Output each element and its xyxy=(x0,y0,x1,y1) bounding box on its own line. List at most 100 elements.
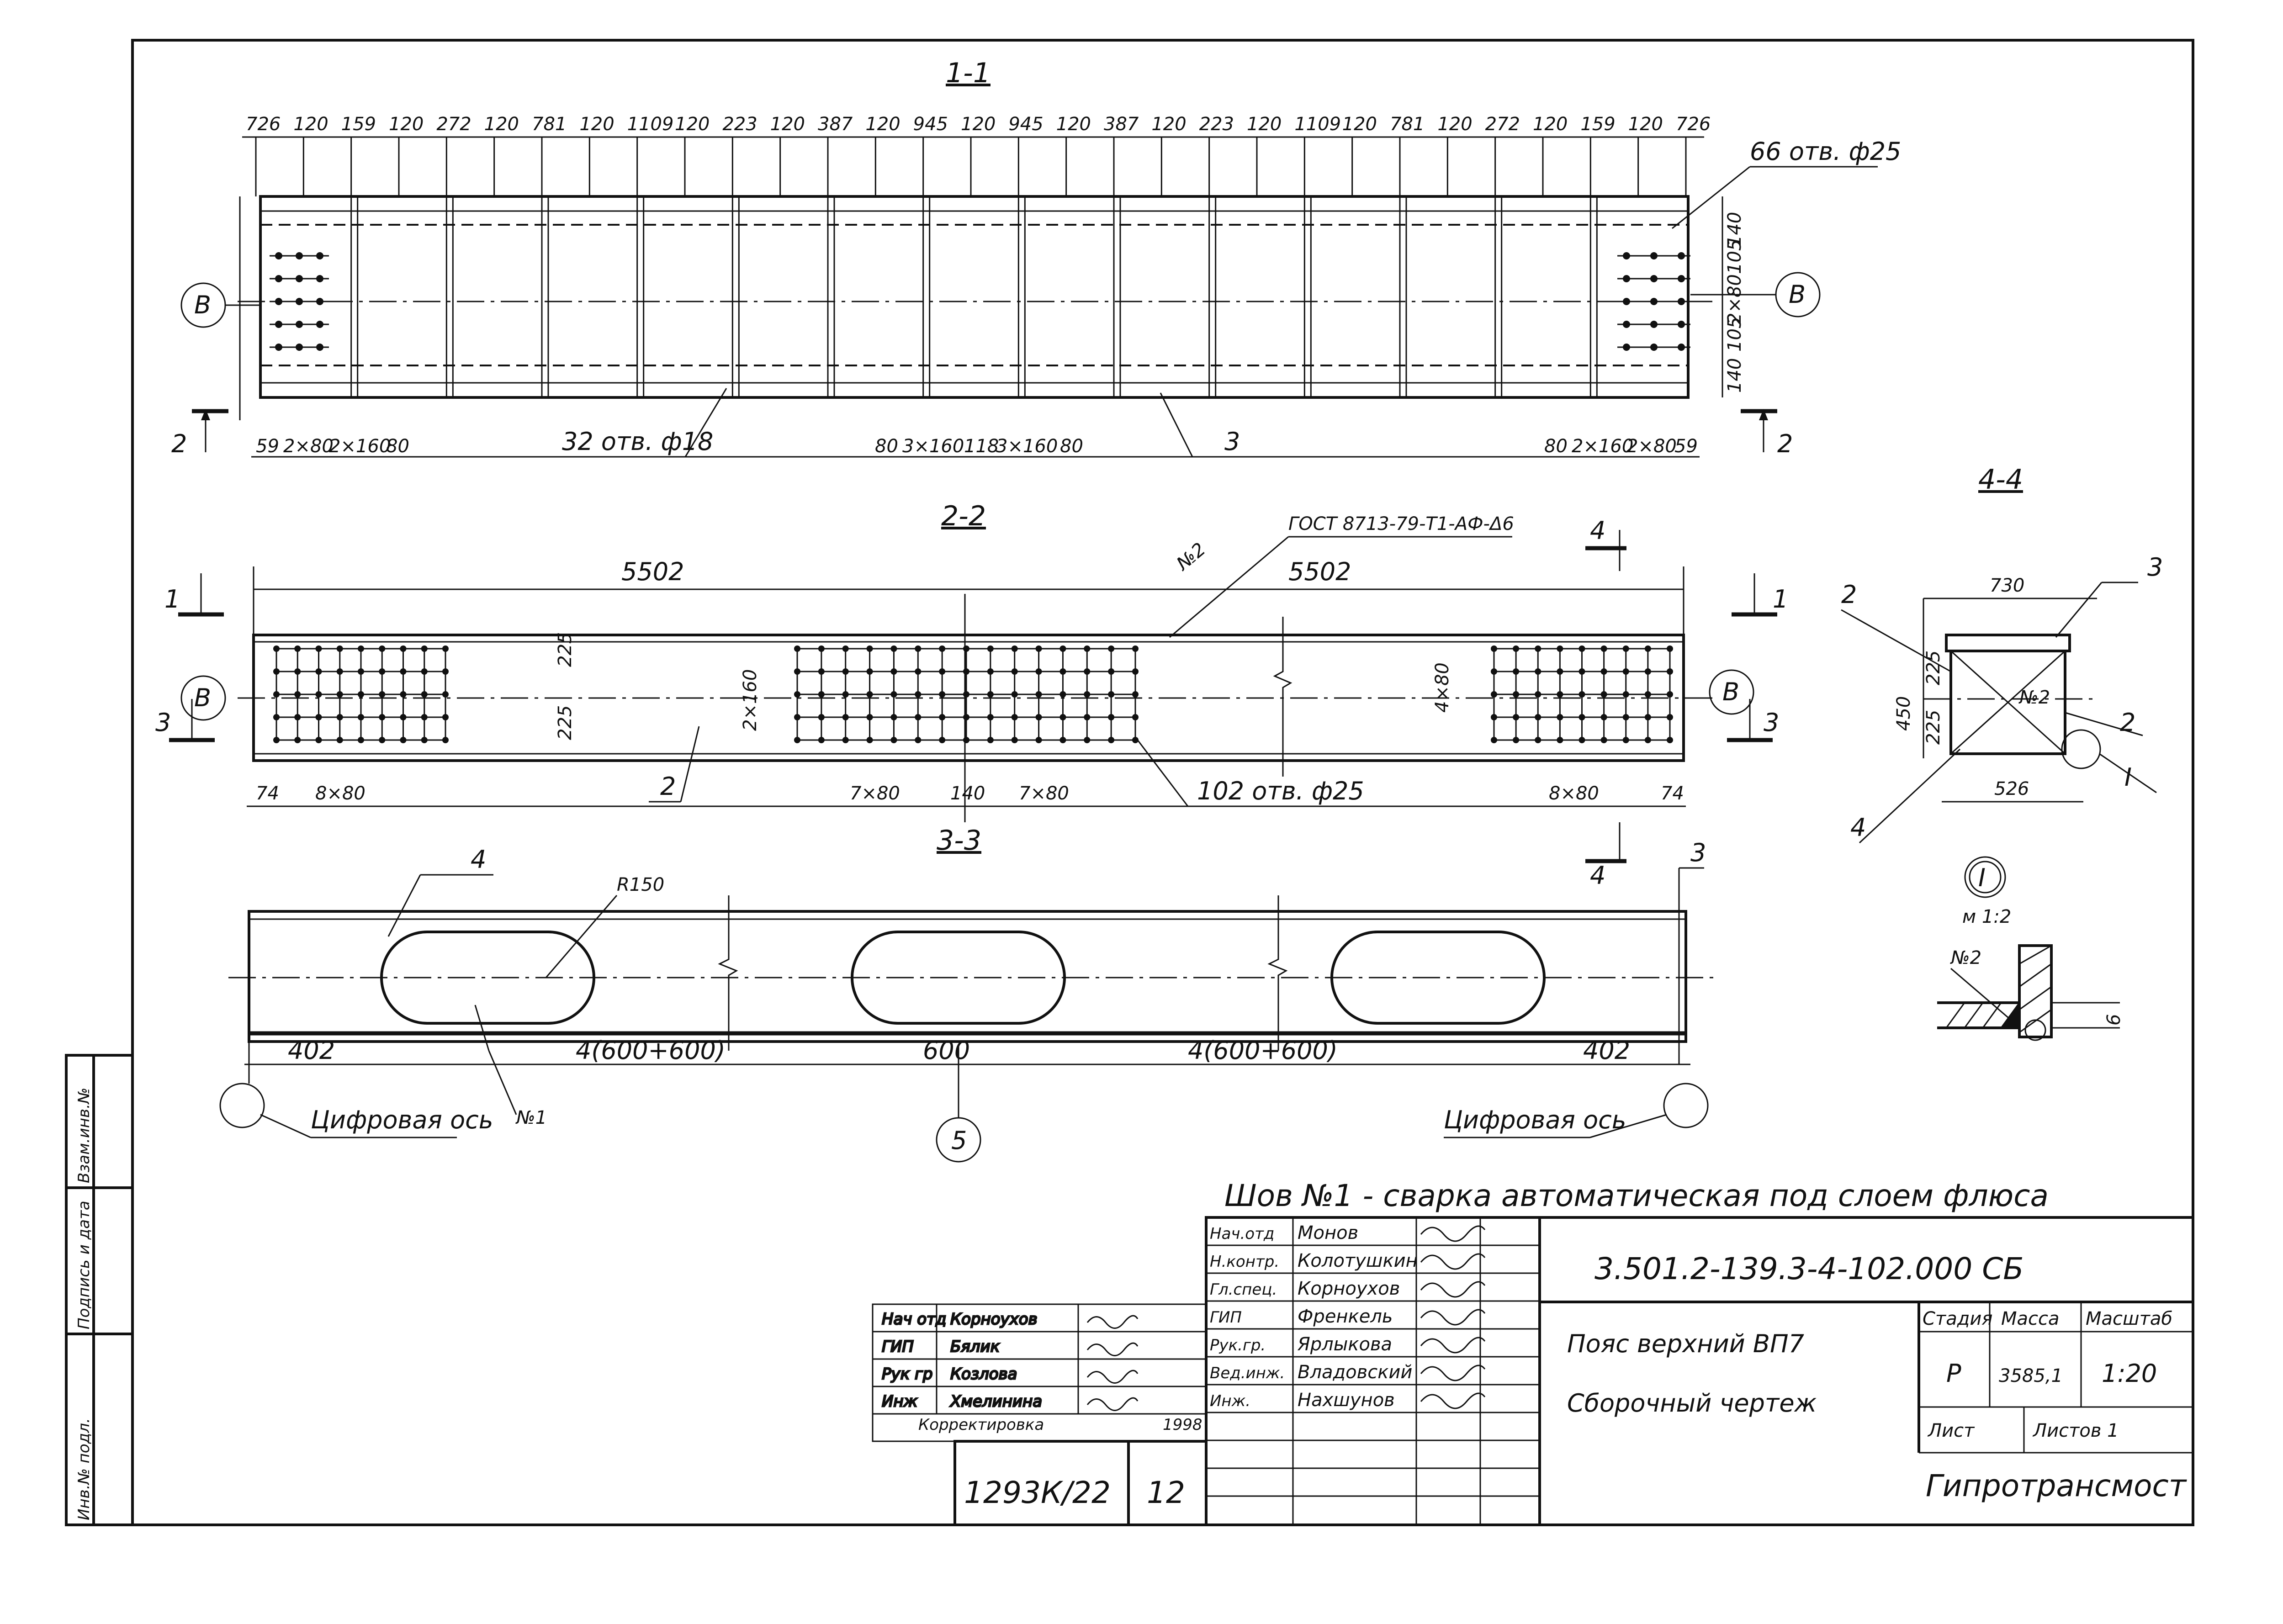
side-stamp: Взам.инв.№ Подпись и дата Инв.№ подл. xyxy=(65,1054,134,1526)
signer-role-3: ГИП xyxy=(1210,1308,1242,1327)
radius-label: R150 xyxy=(617,874,664,895)
hole-right xyxy=(1513,737,1520,743)
hole-mid xyxy=(1059,737,1066,743)
weld2-label-2-2: №2 xyxy=(1172,539,1209,575)
hole-left xyxy=(379,714,386,720)
bottom-dims-right-1-1: 80 2×160 2×80 59 xyxy=(1544,436,1698,457)
signature-5 xyxy=(1420,1365,1486,1381)
side-stamp-inv-repl: Взам.инв.№ xyxy=(75,1088,93,1183)
hole-right xyxy=(1622,691,1629,698)
node-I-title: I xyxy=(1978,863,1986,892)
hole-left xyxy=(273,645,280,652)
weld-note: Шов №1 - сварка автоматическая под слоем… xyxy=(1224,1178,2049,1213)
cut-mark-1-right: 1 xyxy=(1732,573,1788,617)
hole-right xyxy=(1622,668,1629,675)
hole-right xyxy=(1644,737,1651,743)
corr-name-3: Хмелинина xyxy=(949,1392,1042,1411)
signature-4 xyxy=(1420,1337,1486,1354)
correction-label: Корректировка xyxy=(918,1416,1044,1434)
hole-right xyxy=(1667,645,1673,652)
signer-role-0: Нач.отд xyxy=(1210,1225,1274,1243)
hole-mid xyxy=(866,737,873,743)
signer-role-6: Инж. xyxy=(1210,1392,1250,1410)
hole-mid xyxy=(1084,737,1091,743)
hole-mid xyxy=(1011,645,1018,652)
top-dim-5: 120 xyxy=(484,114,519,135)
hole-1-1-1 xyxy=(1650,252,1658,259)
hole-mid xyxy=(1011,691,1018,698)
bd22-1: 8×80 xyxy=(315,783,365,804)
top-dim-6: 781 xyxy=(532,114,567,135)
signature-1 xyxy=(1420,1253,1486,1270)
hole-mid xyxy=(866,645,873,652)
corr-signature-1 xyxy=(1086,1342,1139,1356)
hole-right xyxy=(1600,737,1607,743)
digital-axis-right: Цифровая ось xyxy=(1444,1083,1709,1138)
hole-right xyxy=(1579,645,1585,652)
hole-left xyxy=(421,645,428,652)
signature-6 xyxy=(1420,1392,1486,1409)
hole-mid xyxy=(794,645,800,652)
hole-left xyxy=(294,737,301,743)
bdr-2: 2×80 xyxy=(1626,436,1677,457)
hole-right xyxy=(1513,714,1520,720)
signer-role-5: Вед.инж. xyxy=(1210,1364,1285,1382)
axis-b-text: В xyxy=(1722,677,1739,706)
w-bot: 526 xyxy=(1994,778,2029,799)
hole-left xyxy=(294,668,301,675)
signer-name-6: Нахшунов xyxy=(1298,1390,1395,1411)
hole-mid xyxy=(794,668,800,675)
bdl-1: 2×80 xyxy=(283,436,334,457)
signer-name-4: Ярлыкова xyxy=(1297,1334,1392,1355)
signer-name-1: Колотушкин xyxy=(1298,1250,1418,1271)
pos2a-label: 2 xyxy=(1841,580,1857,609)
hole-left xyxy=(294,714,301,720)
hole-right xyxy=(1622,737,1629,743)
h-total: 450 xyxy=(1893,696,1914,731)
hole-1-1-0 xyxy=(296,252,303,259)
top-dim-1: 120 xyxy=(293,114,328,135)
hole-right xyxy=(1644,691,1651,698)
hole-mid xyxy=(818,691,825,698)
view-2-2: 2-2 5502 5502 ГОСТ 8713-79-Т1-АФ-Δ6 №2 2… xyxy=(155,500,1788,890)
d33-1: 4(600+600) xyxy=(576,1036,726,1065)
hole-right xyxy=(1513,691,1520,698)
hole-right xyxy=(1557,714,1563,720)
hole-mid xyxy=(1132,645,1139,652)
hole-mid xyxy=(915,714,922,720)
sheet-label: Лист xyxy=(1927,1420,1975,1441)
h44-top: 225 xyxy=(1923,651,1944,685)
top-dim-14: 945 xyxy=(913,114,948,135)
bdr-0: 80 xyxy=(1544,436,1568,457)
weld2-label-4-4: №2 xyxy=(2018,687,2050,708)
hole-left xyxy=(442,645,449,652)
side-stamp-sign-date: Подпись и дата xyxy=(75,1201,93,1329)
hole-mid xyxy=(1059,691,1066,698)
hole-left xyxy=(294,691,301,698)
top-dim-24: 781 xyxy=(1390,114,1425,135)
hole-right xyxy=(1644,714,1651,720)
hole-left xyxy=(273,668,280,675)
signer-name-0: Монов xyxy=(1298,1222,1358,1243)
hole-1-1-0 xyxy=(275,275,282,282)
view-4-4: 4-4 730 526 450 225 225 №2 2 2 3 4 I xyxy=(1841,464,2163,844)
hole-mid xyxy=(1108,668,1115,675)
hole-left xyxy=(421,737,428,743)
cut-3-text: 3 xyxy=(155,708,171,737)
title-block: 3.501.2-139.3-4-102.000 СБ Пояс верхний … xyxy=(1205,1216,2194,1526)
cut-1-text: 1 xyxy=(164,585,180,614)
h-top: 225 xyxy=(555,632,576,667)
hole-left xyxy=(273,691,280,698)
hole-left xyxy=(400,737,407,743)
hole-mid xyxy=(842,691,849,698)
pos3-label-3-3: 3 xyxy=(1690,838,1706,867)
hole-mid xyxy=(1132,714,1139,720)
digital-axis-left: Цифровая ось xyxy=(219,1042,493,1138)
archive-number: 1293К/22 xyxy=(964,1475,1111,1510)
org-name: Гипротрансмост xyxy=(1926,1468,2188,1503)
hole-mid xyxy=(890,737,897,743)
hole-right xyxy=(1644,645,1651,652)
hole-mid xyxy=(915,737,922,743)
hole-right xyxy=(1491,714,1497,720)
right-dims-1-1: 140 105 2×80 105 140 xyxy=(1722,196,1745,397)
